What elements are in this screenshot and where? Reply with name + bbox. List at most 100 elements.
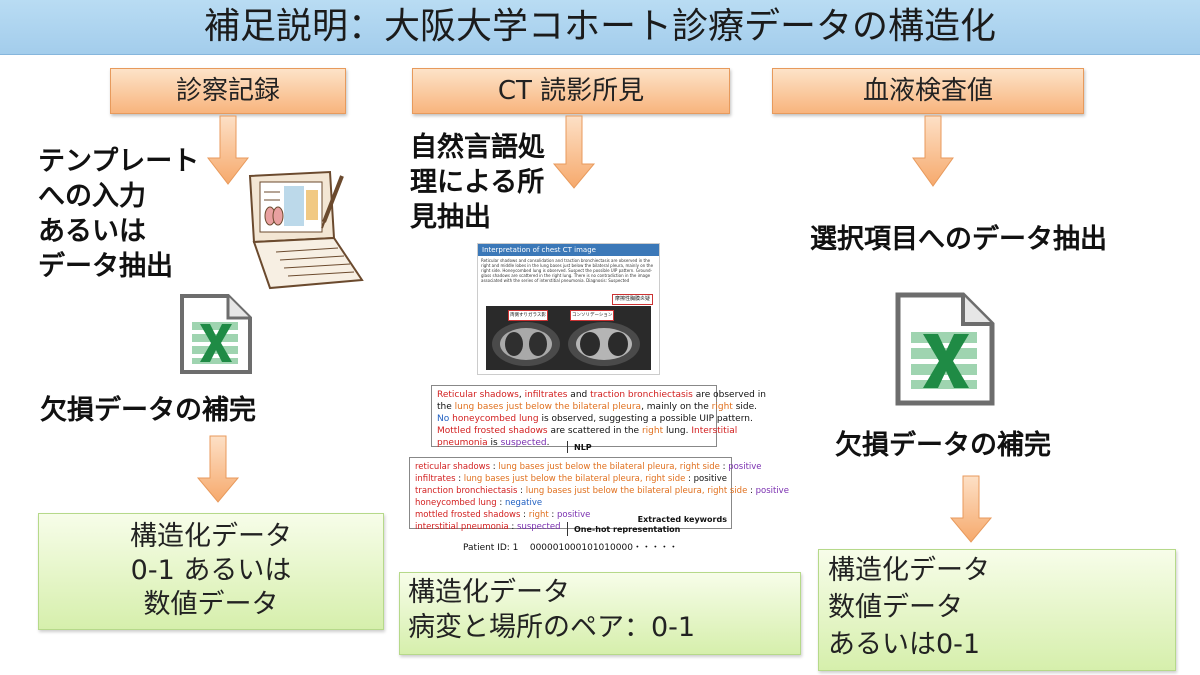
method-line: への入力	[38, 181, 146, 212]
complement-text-blood: 欠損データの補完	[835, 430, 1051, 461]
excel-icon	[180, 294, 252, 374]
text-segment: pneumonia	[437, 438, 488, 448]
patient-vector: Patient ID: 1 000001000101010000・・・・・	[463, 543, 678, 553]
text-segment: Interstitial	[691, 426, 738, 436]
result-box-medical: 構造化データ 0-1 あるいは 数値データ	[38, 513, 384, 630]
keyword-line: interstitial pneumonia : suspected	[415, 521, 726, 533]
down-arrow	[949, 475, 993, 543]
text-segment: :	[490, 462, 499, 472]
text-segment: :	[496, 498, 505, 508]
text-segment: and	[567, 390, 591, 400]
report-line: pneumonia is suspected.	[437, 437, 711, 449]
text-segment: Mottled frosted shadows	[437, 426, 548, 436]
result-line: 構造化データ	[130, 521, 292, 552]
text-segment: :	[747, 486, 756, 496]
header-ct-findings: CT 読影所見	[412, 68, 730, 114]
text-segment: No	[437, 414, 450, 424]
nlp-label: NLP	[574, 443, 592, 452]
method-line: 理による所	[410, 167, 545, 198]
text-segment: side.	[732, 402, 757, 412]
ct-scan-graphic	[492, 322, 640, 366]
ct-report-document: Interpretation of chest CT image Reticul…	[477, 243, 660, 375]
report-line: No honeycombed lung is observed, suggest…	[437, 413, 753, 425]
text-segment: is observed, suggesting a possible UIP p…	[538, 414, 753, 424]
text-segment: ,	[518, 390, 525, 400]
text-segment: right	[641, 426, 664, 436]
method-line: データ抽出	[38, 251, 173, 282]
text-segment: lung bases just below the bilateral pleu…	[454, 402, 642, 412]
text-segment: lung bases just below the bilateral pleu…	[525, 486, 748, 496]
doc-title: Interpretation of chest CT image	[478, 244, 659, 256]
onehot-arrow-line	[567, 522, 568, 536]
page-title: 補足説明：大阪大学コホート診療データの構造化	[203, 6, 996, 47]
report-line: Reticular shadows, infiltrates and tract…	[437, 389, 766, 401]
text-segment: positive	[755, 486, 789, 496]
keyword-line: mottled frosted shadows : right : positi…	[415, 509, 726, 521]
header-medical-record: 診察記録	[110, 68, 346, 114]
result-line: 病変と場所のペア：0-1	[408, 612, 696, 643]
method-line: テンプレート	[38, 146, 200, 177]
text-segment: tranction bronchiectasis	[415, 486, 518, 496]
text-segment: suspected	[500, 438, 547, 448]
text-segment: , mainly on the	[641, 402, 712, 412]
result-line: 構造化データ	[828, 555, 990, 586]
text-segment: negative	[504, 498, 543, 508]
text-segment: :	[455, 474, 464, 484]
text-segment: :	[548, 510, 557, 520]
text-segment: :	[517, 486, 526, 496]
text-segment: positive	[556, 510, 591, 520]
nlp-arrow-line	[567, 441, 568, 453]
text-segment: suspected	[517, 522, 561, 532]
keyword-line: tranction bronchiectasis : lung bases ju…	[415, 485, 789, 497]
keyword-line: infiltrates : lung bases just below the …	[415, 473, 727, 485]
text-segment: lung.	[663, 426, 692, 436]
excel-icon	[895, 292, 995, 406]
text-segment: mottled frosted shadows	[415, 510, 521, 520]
result-box-blood: 構造化データ 数値データ あるいは0-1	[818, 549, 1176, 671]
extracted-keywords-box: reticular shadows : lung bases just belo…	[409, 457, 789, 532]
text-segment: infiltrates	[524, 390, 568, 400]
down-arrow	[196, 435, 240, 503]
down-arrow	[196, 115, 993, 543]
complement-text-medical: 欠損データの補完	[40, 395, 256, 426]
ct-label-ggo: 両側すりガラス影	[508, 310, 548, 321]
keyword-lines: reticular shadows : lung bases just belo…	[415, 461, 789, 533]
result-box-ct: 構造化データ 病変と場所のペア：0-1	[399, 572, 801, 655]
text-segment: :	[719, 462, 729, 472]
result-line: 数値データ	[143, 589, 279, 620]
header-blood-test: 血液検査値	[772, 68, 1084, 114]
text-segment: lung bases just below the bilateral pleu…	[498, 462, 720, 472]
keyword-line: reticular shadows : lung bases just belo…	[415, 461, 762, 473]
text-segment: honeycombed lung	[415, 498, 497, 508]
text-segment: reticular shadows	[415, 462, 491, 472]
doc-tag: 摩擦性胸膜炎疑	[611, 294, 653, 305]
method-text-medical: テンプレート への入力 あるいは データ抽出	[38, 144, 228, 284]
down-arrow	[552, 115, 596, 189]
report-lines: Reticular shadows, infiltrates and tract…	[437, 389, 766, 449]
text-segment: : positive	[685, 474, 727, 484]
doc-text: Reticular shadows and consolidation and …	[481, 258, 654, 283]
result-line: 構造化データ	[408, 577, 570, 608]
text-segment: is	[487, 438, 501, 448]
onehot-label: One-hot representation	[574, 525, 681, 534]
title-bar	[0, 0, 1200, 55]
text-segment: :	[520, 510, 529, 520]
ct-label-consolidation: コンソリデーション	[570, 310, 615, 321]
keyword-line: honeycombed lung : negative	[415, 497, 726, 509]
text-segment: traction bronchiectasis	[590, 390, 693, 400]
method-line: あるいは	[38, 216, 146, 247]
text-segment: right	[711, 402, 733, 412]
down-arrow	[912, 115, 954, 187]
text-segment: the	[437, 402, 455, 412]
method-text-blood: 選択項目へのデータ抽出	[810, 224, 1107, 255]
report-line: the lung bases just below the bilateral …	[437, 401, 757, 413]
text-segment: Reticular shadows	[437, 390, 519, 400]
result-line: あるいは0-1	[828, 629, 981, 660]
ct-image	[486, 306, 651, 370]
down-arrow	[206, 115, 250, 185]
laptop-pen-illustration	[248, 170, 364, 290]
text-segment: interstitial pneumonia	[415, 522, 509, 532]
text-segment: are scattered in the	[547, 426, 642, 436]
method-line: 自然言語処	[410, 132, 545, 163]
